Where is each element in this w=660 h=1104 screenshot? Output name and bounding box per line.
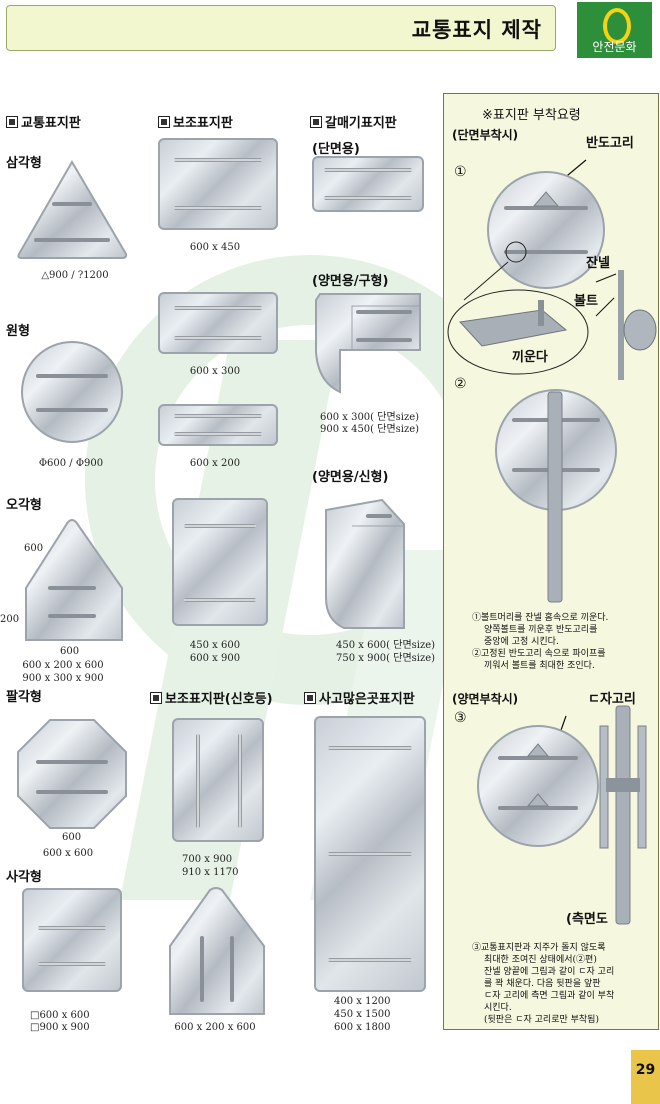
triangle-dimension: △900 / ?1200: [41, 270, 109, 281]
galmae-single-sign: [312, 156, 424, 212]
aux-sign-600x200: [158, 404, 278, 446]
page-number: 29: [631, 1050, 660, 1104]
note-1-line-3: 중앙에 고정 시킨다.: [484, 637, 559, 647]
note-1-line-5: 끼워서 볼트를 최대한 조인다.: [484, 661, 595, 671]
section-aux-signal: 보조표지판(신호등): [150, 688, 273, 707]
galmae-double-new-dim: 450 x 600( 단면size): [336, 640, 436, 651]
header-bar: [6, 5, 556, 51]
logo-ring-icon: [603, 8, 631, 44]
aux-dim-600x900: 600 x 900: [189, 653, 241, 664]
shape-label-octagon: 팔각형: [6, 690, 42, 705]
octagon-dim-width: 600: [62, 832, 82, 843]
aux-signal-dim-2: 910 x 1170: [182, 867, 239, 878]
note-3-line-7: (뒷판은 ㄷ자 고리로만 부착됨): [484, 1015, 599, 1025]
note-3-line-2: 최대한 조여진 상태에서(②편): [484, 955, 597, 965]
bullet-square-icon: [158, 116, 170, 128]
bullet-square-icon: [6, 116, 18, 128]
panel-title: ※표지판 부착요령: [482, 108, 581, 123]
aux-signal-sign: [172, 718, 264, 842]
bullet-square-icon: [310, 116, 322, 128]
galmae-double-old-dim-2: 900 x 450( 단면size): [320, 424, 420, 435]
circle-sign: [21, 341, 123, 443]
galmae-double-new-dim-2: 750 x 900( 단면size): [336, 653, 436, 664]
double-mount-title: (양면부착시): [452, 692, 519, 706]
page-title: 교통표지 제작: [411, 18, 542, 42]
note-3-line-6: 시킨다.: [484, 1003, 512, 1013]
galmae-double-old-sign: [315, 293, 421, 394]
pipe-mount-diagram: [495, 389, 617, 603]
note-1-line-2: 양쪽볼트를 끼운후 반도고리를: [484, 625, 598, 635]
galmae-double-new-sign: [325, 498, 405, 629]
shape-label-circle: 원형: [6, 324, 30, 339]
square-dimension-2: □900 x 900: [30, 1022, 90, 1033]
shape-label-triangle: 삼각형: [6, 156, 42, 171]
pentagon-dim-c: 600: [60, 646, 80, 657]
square-dimension: □600 x 600: [30, 1010, 90, 1021]
galmae-double-new-label: (양면용/신형): [312, 470, 389, 485]
insert-label: 끼운다: [512, 350, 548, 365]
aux-sign-600x300: [158, 292, 278, 354]
triangle-sign: [17, 160, 128, 259]
octagon-sign: [17, 719, 127, 829]
note-1-line-1: ①볼트머리를 잔넬 홈속으로 끼운다.: [472, 613, 609, 623]
aux-signal-tri-dim: 600 x 200 x 600: [174, 1022, 256, 1033]
pentagon-dim-b: 200: [0, 614, 20, 625]
shape-label-pentagon: 오각형: [6, 498, 42, 513]
aux-signal-dim: 700 x 900: [182, 854, 233, 865]
galmae-double-old-dim: 600 x 300( 단면size): [320, 412, 420, 423]
bullet-square-icon: [150, 692, 162, 704]
note-3-line-3: 잔넬 양끝에 그림과 같이 ㄷ자 고리: [484, 967, 615, 977]
single-mount-diagram: [447, 159, 657, 380]
double-mount-diagram: [477, 705, 647, 925]
aux-dim-450x600: 450 x 600: [189, 640, 241, 651]
aux-dim-600x450: 600 x 450: [189, 242, 241, 253]
aux-sign-450x600: [172, 498, 268, 626]
note-3-line-1: ③교통표지판과 지주가 돌지 않도록: [472, 943, 606, 953]
side-view-label: (측면도: [566, 912, 608, 927]
galmae-single-label: (단면용): [312, 142, 360, 157]
note-3-line-4: 를 꽉 채운다. 다음 뒷판을 앞판: [484, 979, 601, 989]
accident-dim: 400 x 1200: [334, 996, 391, 1007]
section-accident: 사고많은곳표지판: [304, 688, 415, 707]
aux-sign-600x450: [158, 138, 278, 230]
pentagon-sign: [25, 519, 123, 641]
section-galmae-signs: 갈매기표지판: [310, 112, 397, 131]
pentagon-dimension-2: 900 x 300 x 900: [22, 673, 104, 684]
logo-text: 안전문화: [592, 40, 637, 54]
accident-dim-3: 600 x 1800: [334, 1022, 391, 1033]
octagon-dimension: 600 x 600: [42, 848, 94, 859]
banding-label: 반도고리: [586, 136, 634, 151]
step-1-marker: ①: [454, 164, 467, 180]
pentagon-dim-a: 600: [24, 543, 44, 554]
section-traffic-signs: 교통표지판: [6, 112, 81, 131]
galmae-double-old-label: (양면용/구형): [312, 274, 389, 289]
step-3-marker: ③: [454, 710, 467, 726]
shape-label-square: 사각형: [6, 870, 42, 885]
section-aux-signs: 보조표지판: [158, 112, 233, 131]
aux-dim-600x200: 600 x 200: [189, 458, 241, 469]
single-mount-title: (단면부착시): [452, 128, 519, 142]
step-2-marker: ②: [454, 376, 467, 392]
circle-dimension: Φ600 / Φ900: [38, 458, 104, 469]
aux-signal-triangle-sign: [169, 887, 265, 1015]
aux-dim-600x300: 600 x 300: [189, 366, 241, 377]
note-3-line-5: ㄷ자 고리에 측면 그림과 같이 부착: [484, 991, 615, 1001]
dhook-label: ㄷ자고리: [588, 692, 636, 707]
channel-label: 잔넬: [586, 256, 610, 271]
note-1-line-4: ②고정된 반도고리 속으로 파이프를: [472, 649, 606, 659]
pentagon-dimension: 600 x 200 x 600: [22, 660, 104, 671]
brand-logo: 안전문화: [577, 2, 652, 58]
accident-sign: [314, 716, 426, 992]
accident-dim-2: 450 x 1500: [334, 1009, 391, 1020]
bullet-square-icon: [304, 692, 316, 704]
square-sign: [22, 888, 122, 992]
bolt-label: 볼트: [574, 294, 598, 309]
